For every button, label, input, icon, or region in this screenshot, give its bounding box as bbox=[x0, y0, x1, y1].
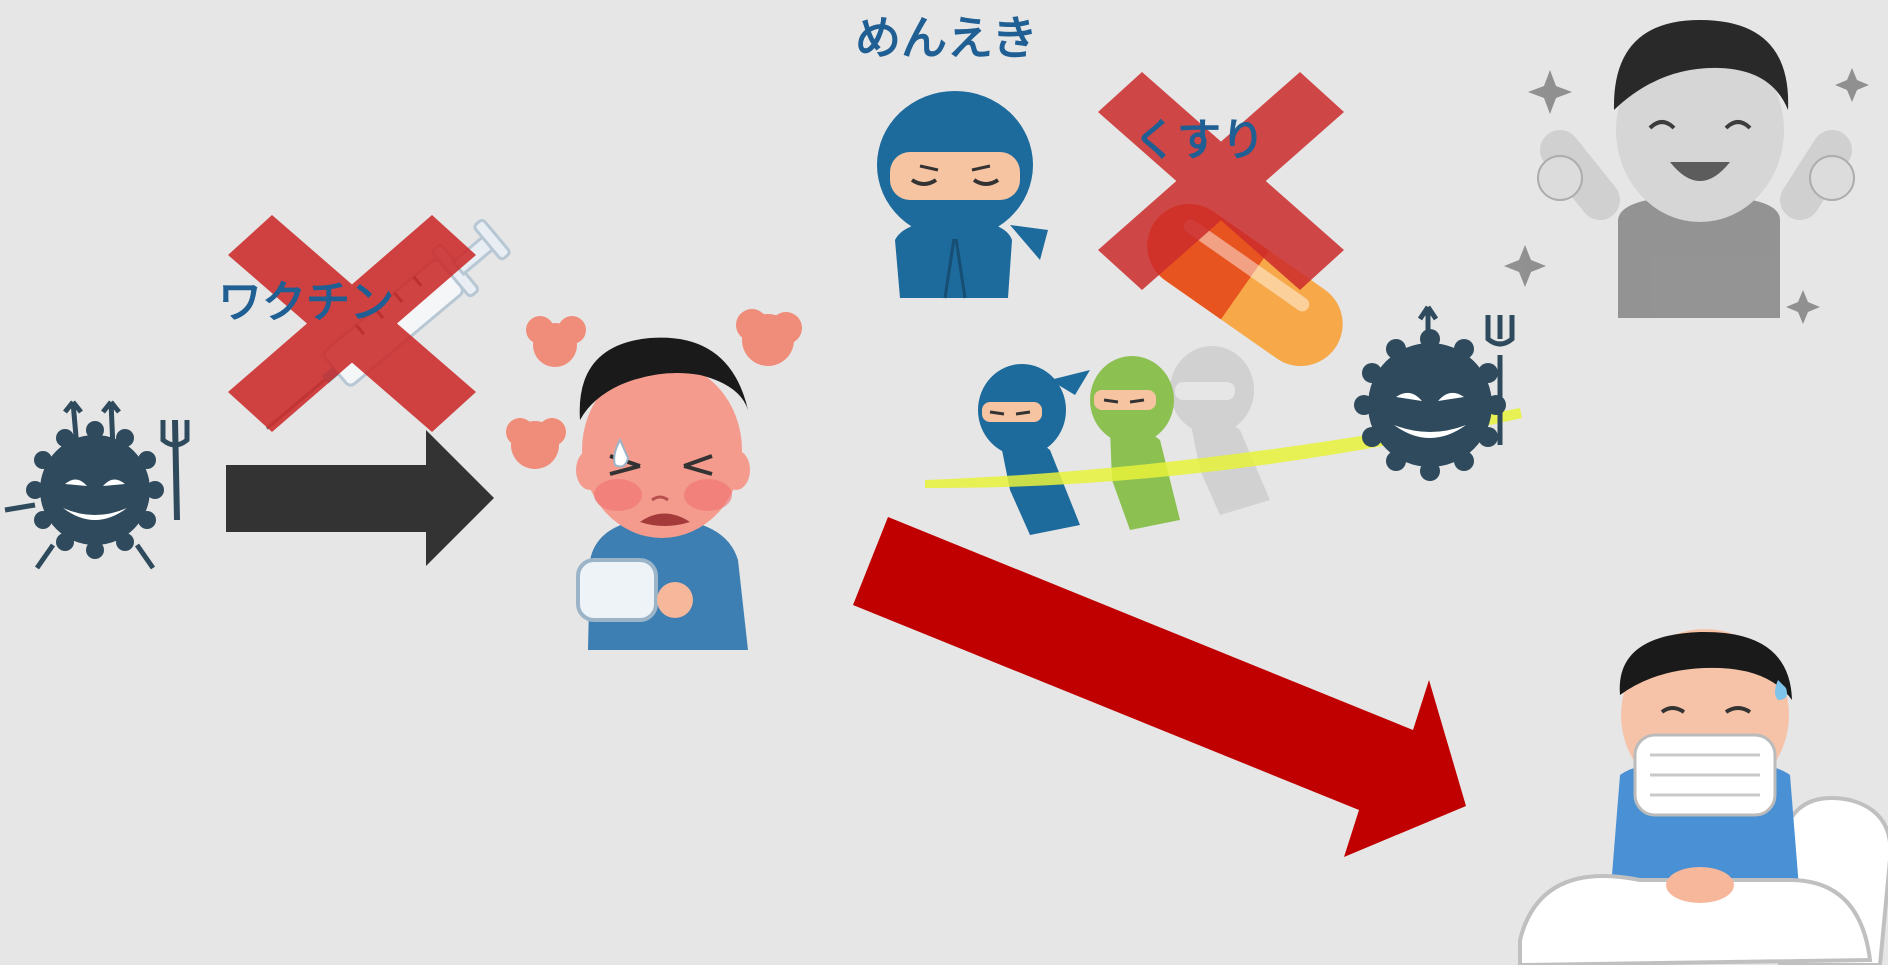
happy-boy-icon bbox=[1504, 20, 1869, 324]
vaccine-label: ワクチン bbox=[218, 277, 394, 328]
virus-icon-left bbox=[4, 400, 190, 570]
immunity-label: めんえき bbox=[855, 11, 1038, 65]
ninja-icon bbox=[877, 91, 1048, 299]
ninja-team-icon bbox=[925, 346, 1522, 535]
sick-boy-icon bbox=[506, 309, 802, 650]
bedridden-boy-icon bbox=[1518, 629, 1888, 965]
worsening-arrow bbox=[853, 517, 1466, 857]
infection-arrow bbox=[226, 430, 494, 566]
virus-icon-right bbox=[1354, 305, 1515, 481]
vaccine-cross-mark bbox=[228, 215, 476, 432]
medicine-label: くすり bbox=[1133, 115, 1265, 166]
medicine-cross-mark bbox=[1098, 72, 1344, 290]
